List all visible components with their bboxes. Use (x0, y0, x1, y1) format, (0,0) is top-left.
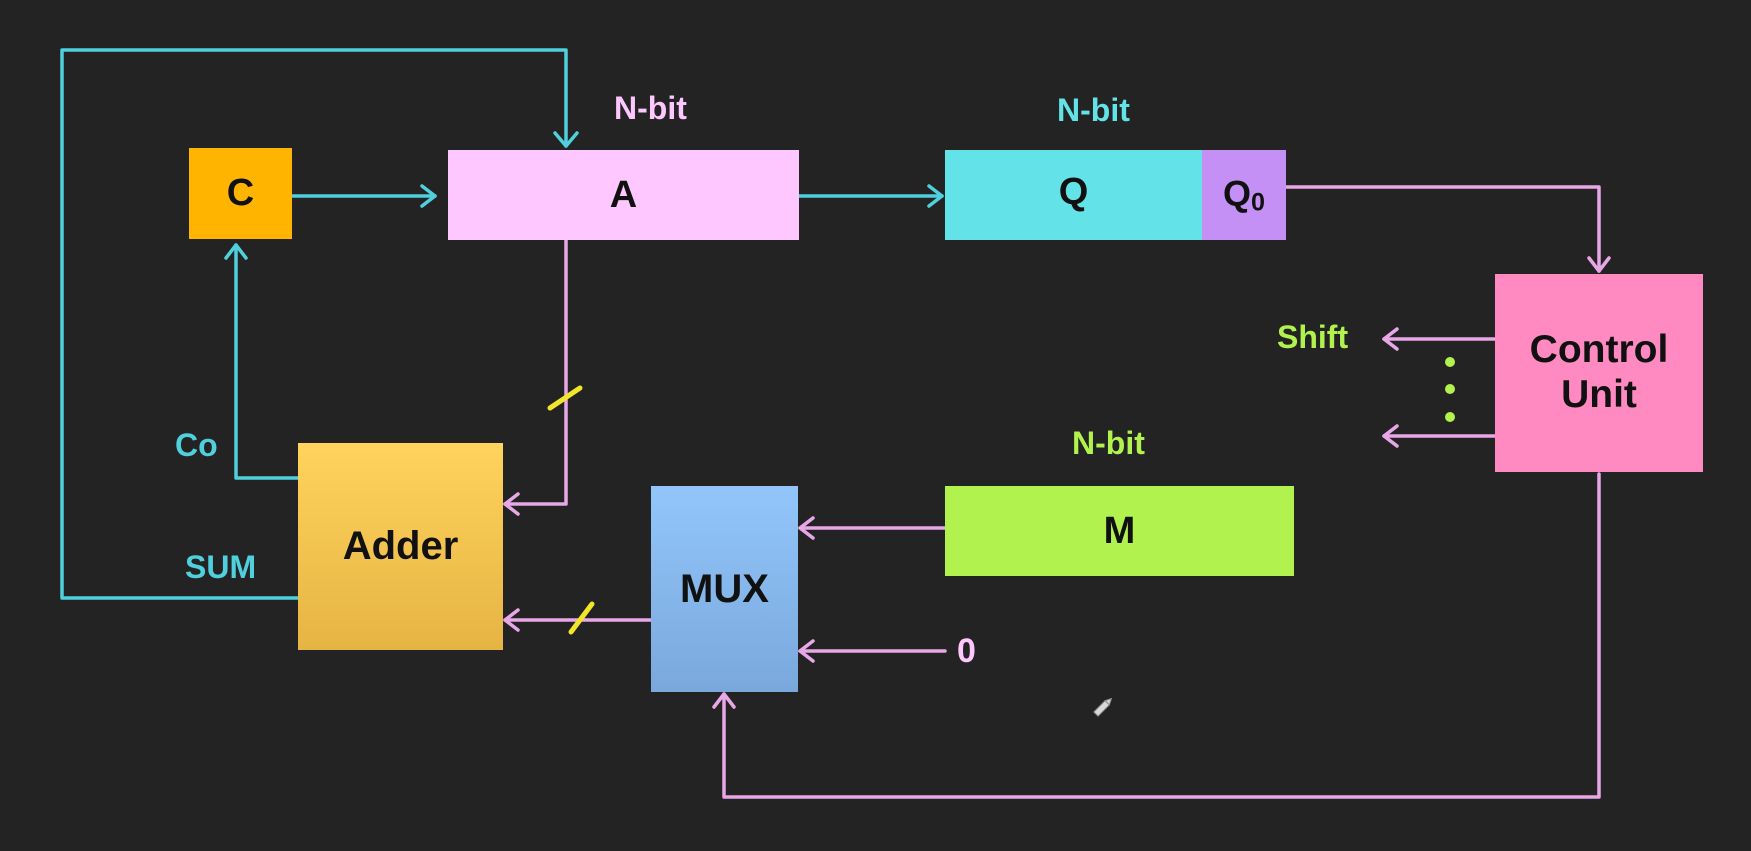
arrowhead-adder-right-bottom (503, 608, 520, 632)
bus-tick-mux-adder (568, 601, 595, 635)
arrowhead-control-top (1587, 256, 1611, 273)
multiplexer-label: MUX (680, 566, 769, 611)
carry-register-label: C (226, 172, 255, 214)
carry-register-c: C (189, 148, 292, 239)
multiplexer: MUX (651, 486, 798, 692)
arrowhead-mux-m (798, 516, 815, 540)
multiplier-register-label: Q (1058, 170, 1089, 213)
q-width-label: N-bit (1057, 92, 1130, 128)
bus-tick-a-adder (547, 385, 583, 411)
a-width-label: N-bit (614, 90, 687, 126)
accumulator-register-label: A (609, 173, 638, 216)
zero-input-label: 0 (957, 632, 976, 670)
pencil-icon (1093, 697, 1113, 717)
multiplier-register-q: Q (945, 150, 1202, 240)
multiplicand-register-m: M (945, 486, 1294, 576)
wire-co-to-c (234, 243, 300, 480)
arrowhead-mux-select (712, 692, 736, 709)
control-unit: Control Unit (1495, 274, 1703, 472)
sum-label: SUM (185, 549, 257, 585)
arrowhead-shift (1382, 327, 1399, 351)
adder-label: Adder (342, 524, 459, 568)
arrowhead-mux-zero (798, 639, 815, 663)
accumulator-register-a: A (448, 150, 799, 240)
arrowhead-a-left (420, 184, 437, 208)
wire-control-to-mux-select (722, 472, 1601, 799)
shift-label: Shift (1277, 319, 1349, 355)
wire-q0-to-control (1284, 185, 1601, 273)
wire-sum-to-a (60, 48, 568, 600)
ellipsis-dot (1445, 357, 1455, 367)
q0-label: Q0 (1222, 172, 1266, 217)
arrowhead-a-top (553, 131, 579, 148)
q0-bit-cell: Q0 (1202, 150, 1286, 240)
wire-a-to-adder (503, 238, 568, 506)
arrowhead-q-left (927, 184, 944, 208)
arrowhead-adder-right-top (503, 492, 520, 516)
ellipsis-dots (1445, 357, 1455, 422)
arrowhead-second-output (1382, 424, 1399, 448)
ellipsis-dot (1445, 412, 1455, 422)
adder: Adder (298, 443, 503, 650)
ellipsis-dot (1445, 384, 1455, 394)
multiplicand-register-label: M (1103, 509, 1136, 552)
m-width-label: N-bit (1072, 425, 1145, 461)
control-unit-label: Control Unit (1529, 328, 1669, 416)
arrowhead-c-bottom (224, 243, 248, 260)
carry-out-label: Co (175, 427, 218, 463)
